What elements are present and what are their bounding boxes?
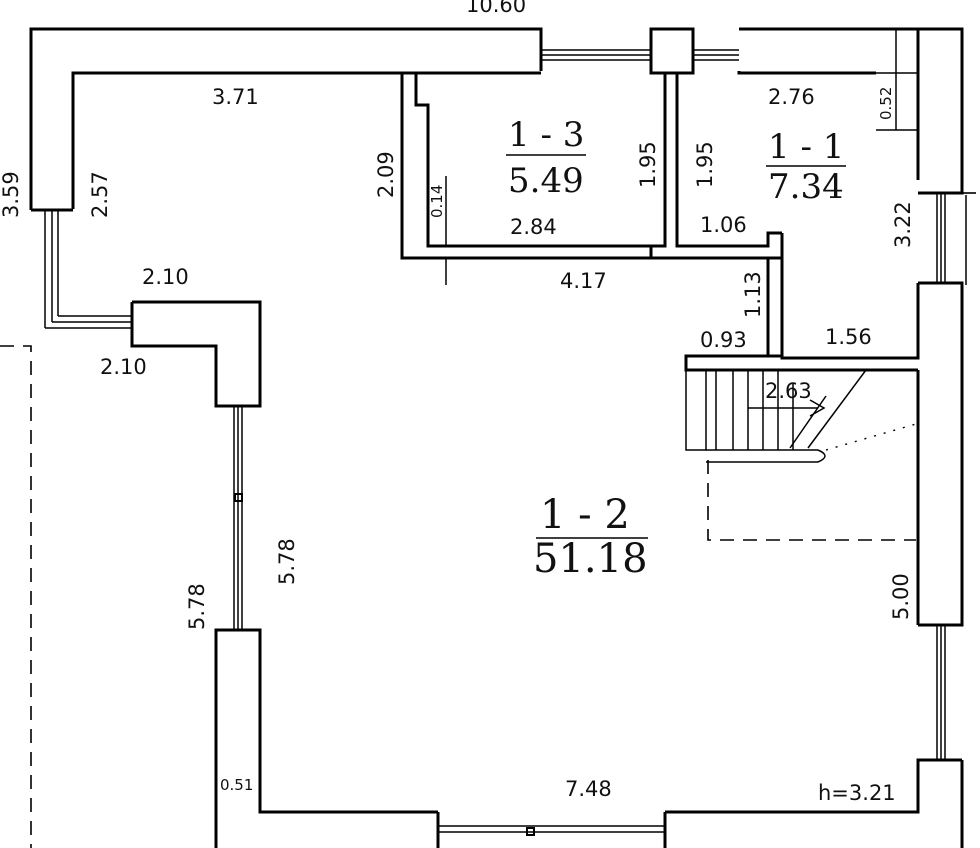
dim-bottom-width: 7.48: [565, 777, 612, 801]
dim-room11-bottom-left: 1.06: [700, 213, 747, 237]
window-right-lower: [936, 625, 946, 760]
window-left-upper: [44, 210, 132, 329]
window-top-2: [693, 49, 739, 61]
dim-projection-top: 2.10: [142, 265, 189, 289]
dim-right-height: 5.00: [889, 573, 913, 620]
dim-room11-bottom-right: 1.56: [825, 325, 872, 349]
dim-stair-length: 2.63: [765, 379, 812, 403]
room-1-2-area: 51.18: [533, 536, 648, 582]
staircase: [685, 369, 917, 541]
dim-room13-height-b: 1.95: [693, 141, 717, 188]
inner-partitions: [400, 71, 920, 372]
room-labels: 1 - 3 5.49 1 - 1 7.34 1 - 2 51.18: [506, 115, 846, 582]
dim-room11-height: 3.22: [891, 201, 915, 248]
dimension-ticks: [410, 72, 918, 259]
window-top-1: [541, 49, 651, 61]
dim-corridor-width: 4.17: [560, 269, 607, 293]
dim-projection-bottom: 2.10: [100, 355, 147, 379]
dim-ceiling-height: h=3.21: [818, 781, 896, 805]
dimension-labels: 10.60 3.59 3.71 2.57 2.09 1.95 1.95 0.14…: [0, 0, 915, 805]
room-1-2-id: 1 - 2: [540, 492, 630, 538]
dim-room13-partition: 2.09: [374, 151, 398, 198]
dim-room13-niche: 0.14: [428, 185, 446, 218]
dim-room11-niche: 0.52: [877, 87, 895, 120]
dim-passage-width: 0.93: [700, 328, 747, 352]
dim-room13-height-a: 1.95: [636, 141, 660, 188]
dim-room12-top: 3.71: [212, 85, 259, 109]
reference-lines: [0, 192, 980, 848]
dim-left-inner-height: 5.78: [275, 538, 299, 585]
dim-left-top: 3.59: [0, 171, 23, 218]
dim-room12-left-upper: 2.57: [88, 171, 112, 218]
room-1-1-id: 1 - 1: [768, 127, 844, 167]
dim-top-overall: 10.60: [466, 0, 526, 17]
window-bottom: [436, 812, 667, 848]
dim-left-outer-height: 5.78: [185, 583, 209, 630]
dim-passage-height: 1.13: [741, 271, 765, 318]
room-1-3-area: 5.49: [508, 161, 584, 201]
window-right-upper: [936, 193, 946, 283]
dim-room11-top: 2.76: [768, 85, 815, 109]
room-1-1-area: 7.34: [768, 167, 844, 207]
dim-wall-thickness: 0.51: [220, 776, 253, 794]
dim-room13-width: 2.84: [510, 215, 557, 239]
window-left-mid: [233, 406, 243, 630]
outer-walls: [29, 27, 964, 848]
room-1-3-id: 1 - 3: [508, 115, 584, 155]
